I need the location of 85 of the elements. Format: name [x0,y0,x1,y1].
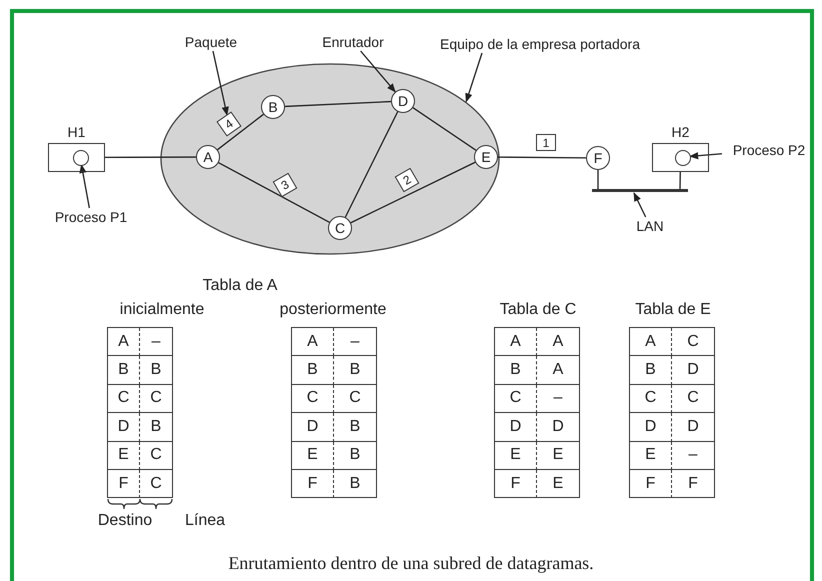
link-line [597,170,599,190]
table-cell: B [334,413,376,442]
table-cell: A [537,328,579,356]
table-cell: C [140,442,172,470]
table-cell: E [495,442,537,470]
table-cell: B [630,356,672,385]
table-cell: B [108,356,140,385]
callout-label: Proceso P1 [43,208,139,226]
table-cell: D [292,413,334,442]
table-cell: C [140,384,172,414]
table-cell-text: E [552,474,564,494]
table-cell: C [292,384,334,414]
table-cell: A [108,328,140,356]
table-cell: B [334,442,376,470]
table-cell: E [630,442,672,470]
table-cell: – [334,328,376,356]
callout-label: Proceso P2 [722,141,816,159]
callout-label: Equipo de la empresa portadora [412,35,668,53]
link-line [344,111,398,218]
table-cell: D [630,413,672,442]
column-label: Destino [98,512,152,530]
table-cell: F [292,470,334,498]
table-cell-text: C [149,474,163,494]
table-heading: Tabla de C [500,301,576,319]
table-cell: B [292,356,334,385]
table-cell: C [108,384,140,414]
callout-label: Enrutador [312,33,394,51]
table-cell: B [140,356,172,385]
table-heading: posteriormente [280,301,386,319]
table-cell-text: F [687,474,699,494]
table-cell: A [495,328,537,356]
leader-line [689,152,722,160]
table-cell-text: B [348,474,362,494]
link-line [217,114,264,150]
table-cell: D [495,413,537,442]
table-cell: E [108,442,140,470]
table-cell: F [630,470,672,498]
host-label: H1 [66,124,86,140]
table-cell: A [292,328,334,356]
table-cell: B [495,356,537,385]
host-label: H2 [670,124,690,140]
table-cell: – [672,442,714,470]
callout-label: LAN [630,217,670,235]
table-cell: C [334,384,376,414]
table-cell: F [108,470,140,498]
process-circle [73,150,89,166]
caption: Enrutamiento dentro de una subred de datagramas. [227,553,595,574]
column-label: Línea [184,512,226,530]
table-cell: D [672,413,714,442]
lan-bus [592,189,688,192]
leader-line [360,50,396,93]
leader-line [212,50,229,116]
table-cell: C [672,328,714,356]
table-cell: E [292,442,334,470]
link-line [498,156,586,159]
table-heading: inicialmente [120,301,204,319]
leader-line [465,52,483,102]
table-cell: C [495,384,537,414]
leader-line [79,164,90,208]
link-line [412,107,476,151]
table-cell: C [630,384,672,414]
table-cell: D [537,413,579,442]
table-cell: F [495,470,537,498]
packet-box: 1 [536,134,556,151]
process-circle [675,150,691,166]
table-cell: C [672,384,714,414]
table-cell: A [630,328,672,356]
table-cell: B [334,356,376,385]
link-line [218,162,330,223]
leader-line [633,192,646,218]
table-cell: A [537,356,579,385]
table-cell: D [672,356,714,385]
table-cell: D [108,413,140,442]
link-line [350,162,476,224]
link-line [284,100,392,108]
table-cell: – [537,384,579,414]
router-circle: F [586,146,610,170]
table-heading: Tabla de A [202,277,278,295]
link-line [105,156,196,158]
table-cell: B [140,413,172,442]
table-cell: E [537,442,579,470]
callout-label: Paquete [175,33,247,51]
link-line [679,172,681,190]
table-heading: Tabla de E [635,301,711,319]
table-cell: – [140,328,172,356]
